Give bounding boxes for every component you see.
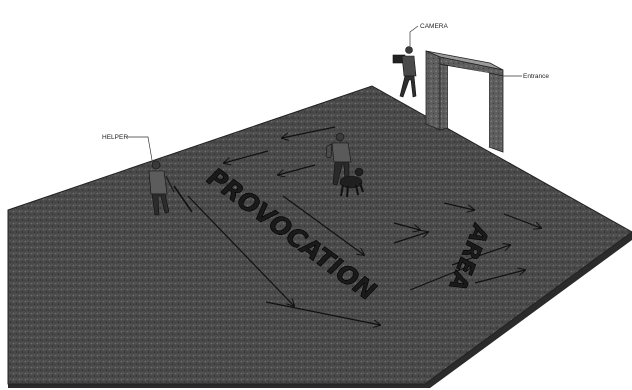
arch-left-pillar: [440, 64, 448, 130]
camera-operator-torso: [402, 56, 416, 76]
helper-head: [152, 161, 160, 169]
helper-label: HELPER: [102, 134, 128, 141]
camera-label: CAMERA: [420, 23, 448, 30]
helper-torso: [149, 171, 167, 194]
handler-head: [336, 133, 344, 141]
handler-torso: [332, 143, 351, 162]
entrance-label: Entrance: [523, 73, 549, 80]
dog-head: [355, 168, 363, 176]
handler-arm: [326, 144, 332, 158]
arch-left-pillar-side: [426, 51, 440, 130]
camera-operator-head: [406, 47, 413, 54]
arch-right-pillar: [489, 73, 503, 152]
